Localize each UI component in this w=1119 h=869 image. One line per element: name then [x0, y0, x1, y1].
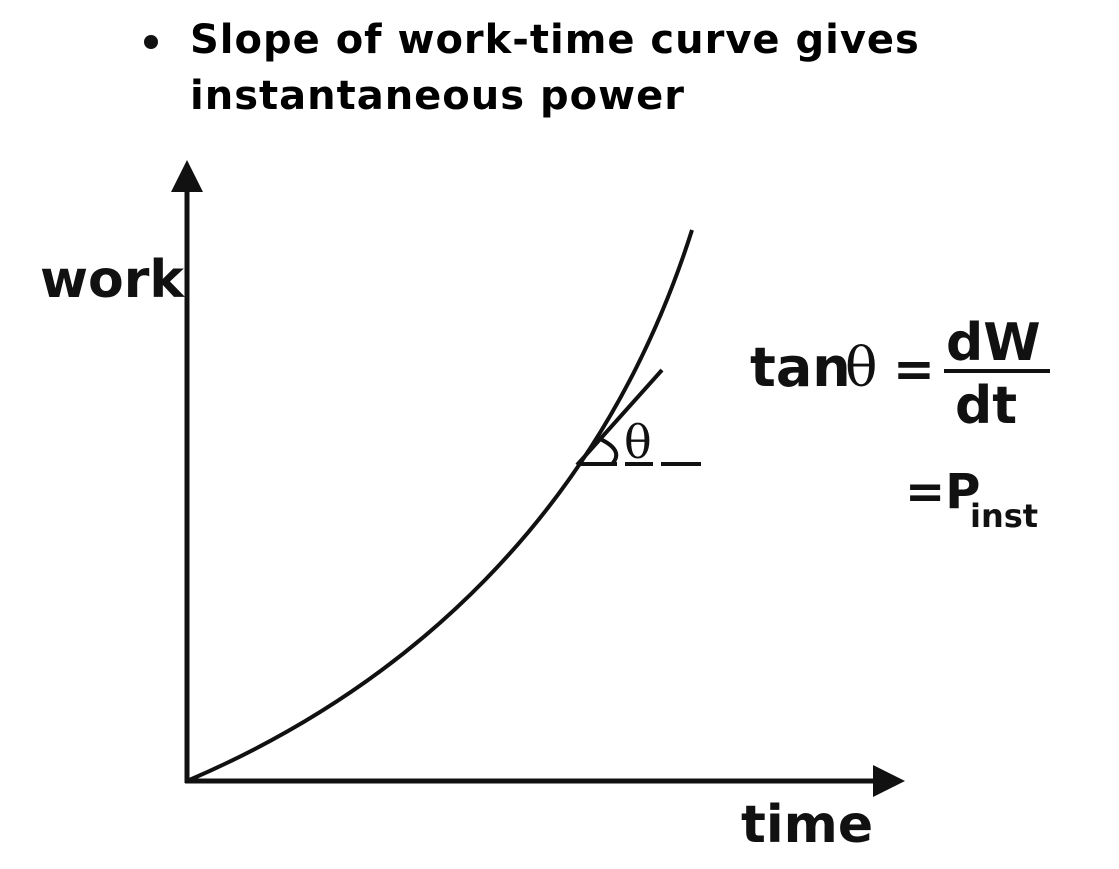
formula-theta: θ — [845, 336, 878, 399]
bullet-line-1: Slope of work-time curve gives — [190, 17, 920, 63]
formula-equals: = — [893, 340, 935, 398]
y-axis-label: work — [40, 250, 185, 310]
angle-theta-label: θ — [624, 415, 652, 469]
angle-arc — [597, 436, 619, 466]
work-time-curve — [186, 229, 694, 783]
formula-tan: tan — [750, 336, 851, 399]
bullet-text: Slope of work-time curve gives instantan… — [190, 12, 950, 124]
y-axis-arrowhead — [171, 160, 203, 192]
tangent-line — [575, 368, 664, 467]
formula-numerator: dW — [946, 313, 1041, 373]
formula-denominator: dt — [955, 376, 1017, 436]
x-axis-label: time — [741, 795, 873, 855]
bullet-dot — [144, 35, 158, 49]
x-axis-arrowhead — [873, 765, 905, 797]
formula-subscript: inst — [970, 497, 1038, 535]
bullet-line-2: instantaneous power — [190, 73, 685, 119]
formula-power: =P — [905, 464, 980, 520]
